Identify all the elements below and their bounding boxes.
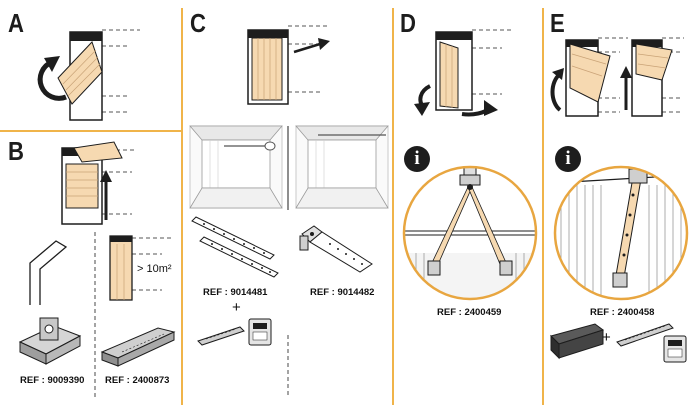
ref-bracket: REF : 9009390 [20, 375, 85, 386]
sliding-door-illustration [247, 25, 330, 105]
motor-rail-illustration-e [616, 323, 674, 347]
section-letter-e: E [550, 8, 565, 38]
ref-bracket-right: REF : 9014482 [310, 287, 375, 298]
roller-door-illustration [61, 141, 137, 225]
swing-door-illustration [414, 29, 512, 117]
ref-strap-left: REF : 9014481 [203, 287, 268, 298]
perforated-strap-left [191, 216, 279, 278]
info-icon-e: i [555, 146, 581, 172]
detail-circle-e [553, 165, 689, 301]
section-letter-a: A [8, 8, 24, 38]
info-icon-d: i [404, 146, 430, 172]
section-letter-c: C [190, 8, 206, 38]
tilt-door-illustration [37, 29, 140, 121]
ref-e: REF : 2400458 [590, 307, 655, 318]
garage-interior-right [295, 125, 389, 209]
bent-bracket-right [299, 225, 373, 273]
bracket-part-illustration [18, 317, 82, 365]
large-door-illustration [109, 235, 172, 301]
detail-circle-d [402, 165, 538, 301]
control-box-illustration-e [663, 335, 687, 363]
motor-rail-illustration [197, 326, 245, 346]
garage-interior-left [189, 125, 283, 209]
ref-rail: REF : 2400873 [105, 375, 170, 386]
plus-sign-c: + [232, 299, 241, 316]
seal-profile-illustration [550, 323, 605, 360]
section-letter-d: D [400, 8, 416, 38]
plus-sign-e: + [602, 329, 611, 346]
ref-d: REF : 2400459 [437, 307, 502, 318]
rail-kit-illustration [100, 327, 176, 367]
bent-profile-illustration [29, 240, 68, 305]
tilt-stage-illustration-2 [620, 37, 684, 117]
section-letter-b: B [8, 136, 24, 166]
control-box-illustration [248, 318, 272, 346]
tilt-stage-illustration-1 [550, 37, 628, 117]
area-label: > 10m² [137, 263, 172, 275]
